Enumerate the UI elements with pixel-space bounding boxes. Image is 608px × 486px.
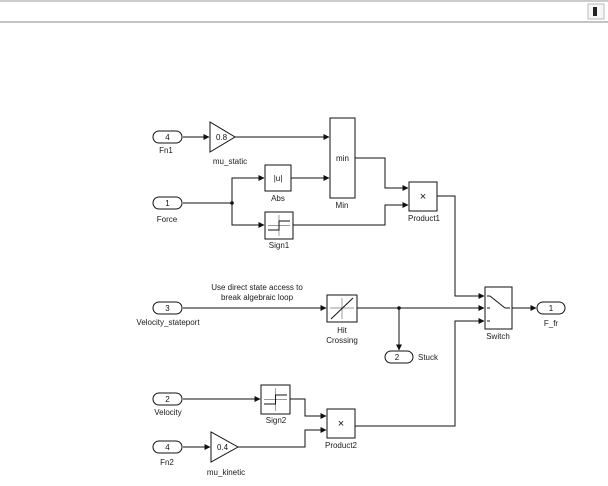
wire-product1-switch — [437, 195, 485, 299]
hit-crossing-icon — [330, 297, 354, 320]
gain-mu-kinetic-value: 0.4 — [217, 443, 229, 452]
svg-text:2: 2 — [165, 395, 170, 404]
outport-f-fr-label: F_fr — [544, 319, 559, 328]
min-block-symbol: min — [336, 154, 349, 163]
gain-mu-static-label: mu_static — [213, 157, 247, 166]
svg-text:4: 4 — [165, 443, 170, 452]
product1-block[interactable]: × Product1 — [408, 181, 441, 223]
gain-mu-kinetic-label: mu_kinetic — [207, 468, 245, 477]
window-scroll-thumb[interactable] — [593, 7, 597, 16]
branch-point-hit — [397, 306, 401, 310]
inport-fn1[interactable]: 4 Fn1 — [152, 130, 183, 155]
sign1-block[interactable]: Sign1 — [264, 211, 294, 250]
switch-icon — [487, 295, 510, 322]
sign2-label: Sign2 — [266, 416, 287, 425]
signal-lines — [183, 134, 537, 450]
annotation-line-1: Use direct state access to — [211, 283, 303, 292]
branch-point-force — [230, 201, 234, 205]
switch-label: Switch — [486, 332, 510, 341]
wire-force-sign1 — [231, 203, 265, 228]
inport-fn2-label: Fn2 — [160, 458, 174, 467]
product2-symbol: × — [338, 418, 344, 430]
hit-crossing-label-1: Hit — [337, 326, 348, 335]
inport-velocity-label: Velocity — [154, 408, 182, 417]
svg-text:1: 1 — [165, 199, 170, 208]
abs-block-label: Abs — [271, 194, 285, 203]
inport-velocity-stateport-label: Velocity_stateport — [136, 318, 200, 327]
inport-force[interactable]: 1 Force — [152, 196, 183, 224]
wire-sign1-product1 — [293, 202, 409, 226]
wire-force-abs — [231, 175, 265, 203]
gain-mu-kinetic[interactable]: 0.4 mu_kinetic — [207, 431, 245, 477]
product2-block[interactable]: × Product2 — [325, 408, 358, 450]
outport-stuck-label: Stuck — [418, 353, 439, 362]
wire-sign2-product2 — [290, 398, 327, 419]
wire-min-product1 — [355, 157, 409, 191]
min-block[interactable]: min Min — [329, 117, 356, 210]
inport-velocity[interactable]: 2 Velocity — [152, 392, 183, 417]
svg-text:1: 1 — [549, 304, 554, 313]
svg-text:4: 4 — [165, 133, 170, 142]
product2-label: Product2 — [325, 441, 358, 450]
inport-fn2[interactable]: 4 Fn2 — [152, 440, 183, 467]
sign2-icon — [264, 388, 287, 411]
inport-fn1-label: Fn1 — [159, 146, 173, 155]
gain-mu-static[interactable]: 0.8 mu_static — [209, 121, 247, 166]
hit-crossing-block[interactable]: Hit Crossing — [326, 294, 358, 345]
abs-block-symbol: |u| — [274, 174, 283, 183]
svg-text:3: 3 — [165, 304, 170, 313]
abs-block[interactable]: |u| Abs — [264, 164, 292, 203]
wire-product2-switch — [355, 318, 485, 427]
outport-stuck[interactable]: 2 Stuck — [384, 350, 439, 364]
min-block-label: Min — [336, 201, 349, 210]
wire-gain-product2 — [238, 427, 327, 448]
sign1-label: Sign1 — [269, 241, 290, 250]
annotation-line-2: break algebraic loop — [221, 293, 294, 302]
inport-velocity-stateport[interactable]: 3 Velocity_stateport — [136, 301, 200, 327]
switch-block[interactable]: Switch — [484, 286, 513, 341]
hit-crossing-label-2: Crossing — [326, 336, 358, 345]
sign2-block[interactable]: Sign2 — [260, 384, 291, 425]
window-frame — [0, 0, 608, 23]
svg-text:2: 2 — [395, 353, 400, 362]
outport-f-fr[interactable]: 1 F_fr — [536, 301, 566, 328]
gain-mu-static-value: 0.8 — [216, 133, 228, 142]
inport-force-label: Force — [157, 215, 178, 224]
product1-label: Product1 — [408, 214, 441, 223]
product1-symbol: × — [420, 191, 426, 203]
sign1-icon — [268, 215, 290, 236]
